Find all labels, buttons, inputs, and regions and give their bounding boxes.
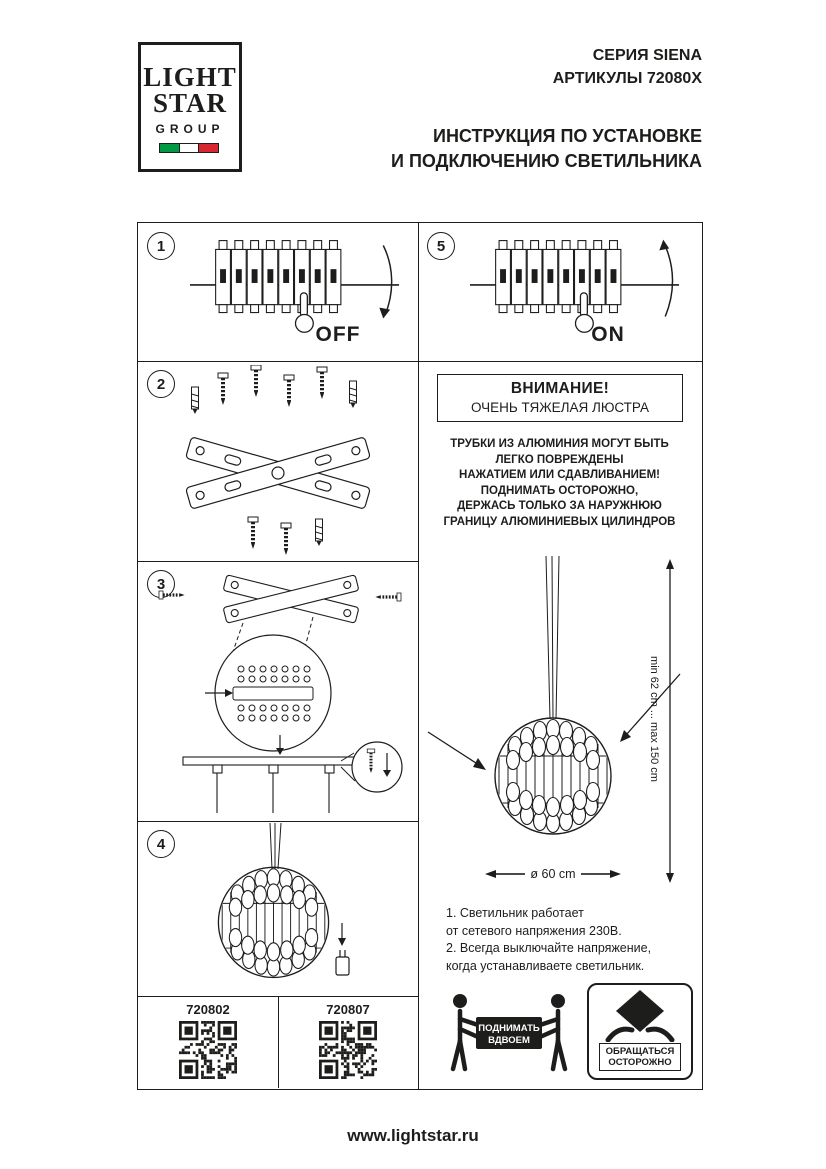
circuit-breaker-on-illustration	[470, 239, 682, 337]
qr-section-720807: 720807	[278, 996, 418, 1088]
step-5-number: 5	[436, 237, 446, 255]
lightstar-logo: LIGHT STAR GROUP	[138, 42, 242, 172]
step-2-number: 2	[156, 375, 166, 393]
notes: 1. Светильник работает от сетевого напря…	[446, 905, 651, 975]
diameter-label: ø 60 cm	[530, 867, 576, 881]
warning-line: ГРАНИЦУ АЛЮМИНИЕВЫХ ЦИЛИНДРОВ	[443, 515, 676, 528]
warning-line: ТРУБКИ ИЗ АЛЮМИНИЯ МОГУТ БЫТЬ	[450, 438, 669, 450]
handle-care-line1: ОБРАЩАТЬСЯ	[605, 1046, 675, 1057]
logo-star: STAR	[152, 87, 228, 118]
italy-flag-icon	[159, 142, 220, 153]
handle-with-care-sign: ОБРАЩАТЬСЯ ОСТОРОЖНО	[587, 983, 693, 1080]
lift-with-two-people-icon: ПОДНИМАТЬ ВДВОЕМ	[450, 994, 568, 1072]
website: www.lightstar.ru	[347, 1126, 479, 1145]
warning-line: НАЖАТИЕМ ИЛИ СДАВЛИВАНИЕМ!	[459, 469, 660, 481]
note-line: 2. Всегда выключайте напряжение,	[446, 941, 652, 955]
warning-subtitle: ОЧЕНЬ ТЯЖЕЛАЯ ЛЮСТРА	[470, 400, 650, 415]
warning-title: ВНИМАНИЕ!	[510, 380, 610, 397]
divider	[138, 821, 418, 823]
handle-care-icon	[605, 990, 675, 1042]
handle-care-line2: ОСТОРОЖНО	[608, 1057, 672, 1068]
warning-line: ДЕРЖАСЬ ТОЛЬКО ЗА НАРУЖНЮЮ	[457, 500, 662, 512]
diameter-dimension: ø 60 cm	[453, 867, 653, 881]
footer: www.lightstar.ru	[0, 1126, 826, 1146]
circuit-breaker-off-illustration	[190, 225, 402, 337]
ceiling-mount-detail-illustration	[157, 574, 403, 813]
warning-box: ВНИМАНИЕ! ОЧЕНЬ ТЯЖЕЛАЯ ЛЮСТРА	[437, 374, 683, 422]
divider	[418, 223, 420, 1089]
warning-line: ПОДНИМАТЬ ОСТОРОЖНО,	[480, 484, 639, 497]
note-line: когда устанавливаете светильник.	[446, 958, 645, 973]
logo-group: GROUP	[155, 121, 225, 136]
chandelier-dimensions-illustration	[427, 556, 681, 883]
divider	[138, 361, 702, 363]
step-4-panel: 4	[138, 821, 418, 996]
divider	[278, 996, 280, 1088]
height-dimension-label: min 62 cm ... max 150 cm	[648, 656, 660, 782]
step-3-number: 3	[156, 575, 166, 593]
instruction-grid: 1 OFF 5 ON 2	[137, 222, 703, 1090]
step-2-panel: 2	[138, 361, 418, 561]
articles-title: АРТИКУЛЫ 72080X	[552, 70, 702, 87]
chandelier-info-panel: ВНИМАНИЕ! ОЧЕНЬ ТЯЖЕЛАЯ ЛЮСТРА ТРУБКИ ИЗ…	[418, 361, 701, 1088]
step-3-panel: 3	[138, 561, 418, 821]
document-title: ИНСТРУКЦИЯ ПО УСТАНОВКЕ И ПОДКЛЮЧЕНИЮ СВ…	[300, 124, 702, 174]
qr-section-720802: 720802	[138, 996, 278, 1088]
document-title-line2: И ПОДКЛЮЧЕНИЮ СВЕТИЛЬНИКА	[391, 151, 702, 171]
document-title-line1: ИНСТРУКЦИЯ ПО УСТАНОВКЕ	[433, 126, 702, 146]
warning-line: ЛЕГКО ПОВРЕЖДЕНЫ	[495, 453, 624, 466]
logo-light: LIGHT	[143, 61, 237, 92]
arrow-right-icon	[580, 870, 621, 878]
qr-code-720807	[319, 1021, 377, 1079]
warning-text: ТРУБКИ ИЗ АЛЮМИНИЯ МОГУТ БЫТЬ ЛЕГКО ПОВР…	[418, 437, 701, 530]
step-5-badge: 5	[427, 232, 455, 260]
note-line: 1. Светильник работает	[446, 906, 584, 920]
on-label: ON	[591, 323, 625, 346]
step-1-badge: 1	[147, 232, 175, 260]
qr-label-720802: 720802	[186, 1002, 230, 1017]
chandelier-ball-illustration	[138, 823, 350, 993]
step-2-badge: 2	[147, 370, 175, 398]
step-4-number: 4	[156, 835, 166, 853]
step-5-panel: 5 ON	[418, 223, 701, 361]
series-title: СЕРИЯ SIENA	[592, 47, 702, 64]
step-1-number: 1	[156, 237, 166, 255]
header-text: СЕРИЯ SIENA АРТИКУЛЫ 72080X ИНСТРУКЦИЯ П…	[300, 44, 702, 174]
step-1-panel: 1 OFF	[138, 223, 418, 361]
off-label: OFF	[315, 323, 361, 346]
arrow-left-icon	[485, 870, 526, 878]
step-4-badge: 4	[147, 830, 175, 858]
qr-label-720807: 720807	[326, 1002, 370, 1017]
handle-care-label: ОБРАЩАТЬСЯ ОСТОРОЖНО	[598, 1043, 682, 1071]
mounting-bracket-illustration	[185, 365, 371, 557]
lift-sign-line1: ПОДНИМАТЬ	[478, 1023, 540, 1034]
qr-code-720802	[179, 1021, 237, 1079]
note-line: от сетевого напряжения 230В.	[446, 923, 622, 938]
divider	[138, 561, 418, 563]
lift-sign-line2: ВДВОЕМ	[488, 1035, 530, 1046]
